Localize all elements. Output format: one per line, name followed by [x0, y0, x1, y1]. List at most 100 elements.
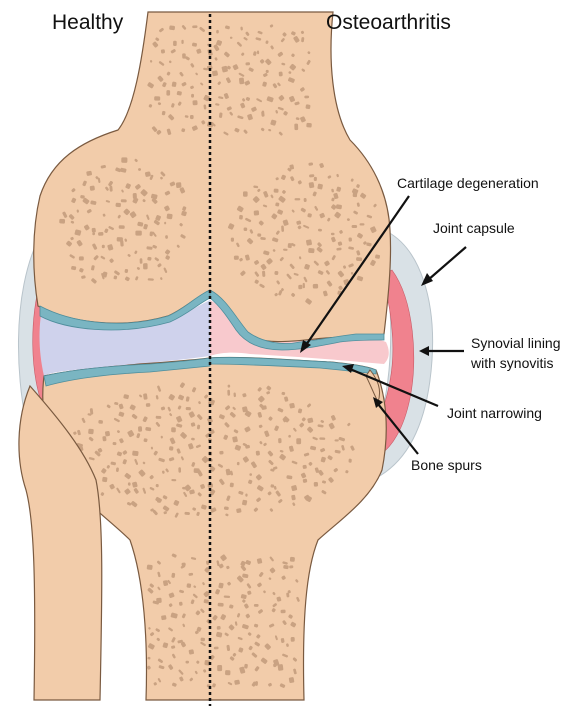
trabecula-speck [256, 451, 260, 456]
trabecula-speck [348, 459, 351, 463]
trabecula-speck [218, 603, 224, 607]
trabecula-speck [132, 451, 139, 457]
trabecula-speck [191, 94, 194, 98]
label-cartilage-degeneration: Cartilage degeneration [397, 175, 539, 191]
trabecula-speck [90, 185, 95, 190]
label-synovial-line1: Synovial lining [471, 335, 561, 351]
trabecula-speck [92, 228, 96, 233]
trabecula-speck [289, 403, 295, 409]
trabecula-speck [239, 77, 244, 84]
trabecula-speck [244, 227, 248, 231]
trabecula-speck [262, 271, 265, 277]
trabecula-speck [236, 508, 242, 513]
trabecula-speck [296, 438, 301, 444]
trabecula-speck [148, 278, 154, 281]
trabecula-speck [191, 438, 195, 441]
trabecula-speck [109, 186, 112, 192]
trabecula-speck [289, 677, 295, 683]
trabecula-speck [135, 231, 141, 236]
trabecula-speck [178, 467, 181, 472]
trabecula-speck [190, 115, 194, 119]
trabecula-speck [278, 664, 284, 671]
trabecula-speck [303, 479, 308, 483]
trabecula-speck [255, 681, 258, 686]
trabecula-speck [254, 604, 259, 607]
trabecula-speck [356, 257, 362, 261]
trabecula-speck [227, 390, 230, 396]
trabecula-speck [257, 233, 261, 237]
trabecula-speck [360, 223, 365, 225]
trabecula-speck [146, 403, 151, 407]
trabecula-speck [278, 438, 282, 443]
trabecula-speck [306, 239, 312, 246]
trabecula-speck [239, 215, 243, 220]
trabecula-speck [249, 473, 252, 476]
trabecula-speck [219, 451, 223, 455]
trabecula-speck [231, 238, 234, 242]
trabecula-speck [186, 407, 191, 410]
trabecula-speck [274, 271, 278, 275]
trabecula-speck [274, 189, 279, 193]
trabecula-speck [200, 637, 205, 641]
label-joint-narrowing: Joint narrowing [447, 405, 542, 421]
trabecula-speck [146, 246, 152, 250]
trabecula-speck [261, 111, 265, 117]
trabecula-speck [290, 557, 295, 562]
trabecula-speck [156, 598, 162, 603]
trabecula-speck [166, 90, 170, 96]
label-joint-capsule: Joint capsule [433, 220, 515, 236]
arrow-joint-capsule [421, 247, 466, 286]
trabecula-speck [115, 203, 121, 208]
trabecula-speck [281, 225, 284, 232]
trabecula-speck [98, 420, 103, 424]
trabecula-speck [176, 182, 182, 188]
trabecula-speck [217, 626, 221, 630]
trabecula-speck [102, 436, 106, 441]
trabecula-speck [185, 661, 189, 664]
trabecula-speck [102, 477, 108, 483]
trabecula-speck [319, 437, 325, 440]
trabecula-speck [313, 284, 318, 289]
trabecula-speck [352, 225, 358, 228]
trabecula-speck [192, 100, 197, 105]
trabecula-speck [243, 191, 248, 196]
trabecula-speck [304, 96, 309, 99]
trabecula-speck [186, 583, 191, 588]
trabecula-speck [166, 213, 172, 219]
trabecula-speck [334, 439, 338, 441]
trabecula-speck [291, 637, 295, 642]
trabecula-speck [214, 647, 219, 650]
trabecula-speck [309, 174, 314, 177]
trabecula-speck [161, 49, 165, 54]
trabecula-speck [147, 564, 153, 570]
trabecula-speck [138, 426, 142, 432]
trabecula-speck [295, 198, 301, 200]
label-bone-spurs: Bone spurs [411, 457, 482, 473]
trabecula-speck [309, 182, 315, 188]
trabecula-speck [161, 615, 167, 620]
trabecula-speck [59, 219, 65, 224]
trabecula-speck [184, 512, 190, 515]
trabecula-speck [305, 104, 310, 109]
trabecula-speck [143, 263, 148, 269]
trabecula-speck [173, 41, 177, 46]
trabecula-speck [169, 446, 174, 451]
trabecula-speck [102, 245, 105, 249]
trabecula-speck [171, 427, 176, 432]
trabecula-speck [157, 500, 161, 503]
trabecula-speck [314, 177, 317, 181]
trabecula-speck [216, 30, 219, 34]
trabecula-speck [88, 429, 94, 435]
trabecula-speck [230, 482, 234, 487]
trabecula-speck [212, 70, 218, 76]
trabecula-speck [318, 229, 322, 232]
trabecula-speck [234, 256, 239, 260]
trabecula-speck [192, 25, 197, 28]
trabecula-speck [298, 285, 302, 290]
trabecula-speck [353, 192, 358, 198]
trabecula-speck [79, 256, 84, 260]
trabecula-speck [224, 506, 229, 510]
trabecula-speck [266, 70, 269, 73]
trabecula-speck [128, 482, 131, 485]
